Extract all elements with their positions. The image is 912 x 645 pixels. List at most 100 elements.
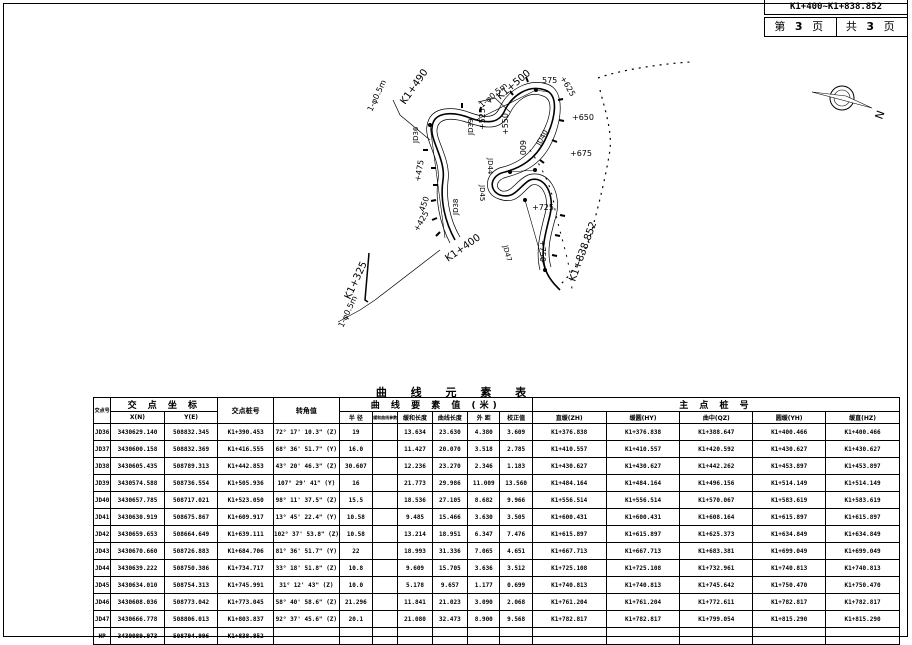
table-cell: JD38	[92, 457, 112, 475]
table-cell: 9.657	[431, 576, 469, 594]
table-cell: K1+634.849	[752, 525, 827, 543]
table-cell: JD42	[92, 525, 112, 543]
table-cell: 508675.867	[163, 508, 219, 526]
pipe-label-1: 1-φ0.5m	[366, 78, 389, 113]
table-cell: 4.651	[499, 542, 533, 560]
table-cell: 508832.369	[163, 440, 219, 458]
table-cell: 2.785	[499, 440, 533, 458]
table-cell: JD39	[92, 474, 112, 492]
table-cell: K1+699.049	[752, 542, 827, 560]
table-cell: 21.296	[338, 593, 374, 611]
table-cell: 9.568	[499, 610, 533, 628]
table-cell: 508664.649	[163, 525, 219, 543]
table-cell	[372, 610, 399, 628]
table-cell: K1+740.813	[605, 576, 681, 594]
table-cell: K1+699.049	[825, 542, 900, 560]
jd36-label: JD36	[412, 126, 420, 144]
table-cell: 23.630	[431, 423, 469, 441]
table-cell: K1+453.897	[825, 457, 900, 475]
north-label: N	[873, 109, 888, 121]
page-prefix: 第	[774, 20, 789, 33]
header-radius: 半 径	[338, 411, 374, 424]
table-cell: K1+430.627	[531, 457, 607, 475]
table-cell	[825, 627, 900, 645]
table-cell: 3430659.653	[110, 525, 165, 543]
table-cell: 11.427	[397, 440, 433, 458]
table-cell: 27.105	[431, 491, 469, 509]
table-cell: K1+634.849	[825, 525, 900, 543]
table-cell: K1+782.817	[605, 610, 681, 628]
table-cell: K1+725.108	[531, 559, 607, 577]
table-cell: 13.214	[397, 525, 433, 543]
table-cell: K1+416.555	[217, 440, 274, 458]
table-cell: 10.58	[338, 508, 374, 526]
table-cell: K1+615.897	[825, 508, 900, 526]
table-cell: K1+750.470	[752, 576, 827, 594]
table-cell: 9.485	[397, 508, 433, 526]
table-cell: 20.070	[431, 440, 469, 458]
table-cell	[372, 474, 399, 492]
table-cell: K1+400.466	[825, 423, 900, 441]
table-cell: 3430639.222	[110, 559, 165, 577]
table-cell	[372, 542, 399, 560]
table-cell: 18.993	[397, 542, 433, 560]
table-cell: K1+761.204	[531, 593, 607, 611]
table-cell: K1+838.852	[217, 627, 274, 645]
table-header-row-1: 交点号 交 点 坐 标 交点桩号 转角值 曲 线 要 素 值 (米) 主 点 桩…	[92, 397, 901, 424]
table-cell: 508754.313	[163, 576, 219, 594]
header-main-points: 主 点 桩 号	[531, 397, 901, 412]
table-cell: JD37	[92, 440, 112, 458]
table-cell: K1+430.627	[605, 457, 681, 475]
table-cell: K1+600.431	[605, 508, 681, 526]
table-cell: 13.634	[397, 423, 433, 441]
table-cell	[372, 559, 399, 577]
table-cell: 3.512	[499, 559, 533, 577]
table-cell: K1+625.373	[679, 525, 754, 543]
table-cell: 508832.345	[163, 423, 219, 441]
table-cell: 3.630	[467, 508, 501, 526]
table-cell: K1+376.838	[531, 423, 607, 441]
table-cell: 3.609	[499, 423, 533, 441]
table-cell: 58° 40' 58.6" (Z)	[272, 593, 340, 611]
table-cell: K1+388.647	[679, 423, 754, 441]
current-page: 第 3 页	[765, 18, 836, 36]
table-cell: 19	[338, 423, 374, 441]
station-750: +750	[538, 240, 547, 262]
header-jd-no: 交点号	[92, 397, 112, 424]
table-cell: 10.0	[338, 576, 374, 594]
page-number: 3	[794, 20, 806, 33]
table-cell: K1+773.045	[217, 593, 274, 611]
total-number: 3	[866, 20, 878, 33]
station-625: +625	[558, 75, 577, 99]
table-cell: 98° 11' 37.5" (Z)	[272, 491, 340, 509]
table-cell: K1+740.813	[752, 559, 827, 577]
station-725: +725	[532, 203, 554, 212]
table-cell: JD45	[92, 576, 112, 594]
station-range: K1+400~K1+838.852	[764, 0, 908, 15]
table-cell: K1+745.642	[679, 576, 754, 594]
table-cell: 107° 29' 41" (Y)	[272, 474, 340, 492]
table-cell	[338, 627, 374, 645]
table-cell: K1+740.813	[531, 576, 607, 594]
terrain-boundary	[559, 61, 691, 286]
table-cell: 31.336	[431, 542, 469, 560]
header-external: 外 距	[467, 411, 501, 424]
header-x: X(N)	[110, 411, 165, 424]
table-cell: 3.505	[499, 508, 533, 526]
table-cell: HP	[92, 627, 112, 645]
table-cell: 3430634.010	[110, 576, 165, 594]
table-cell	[531, 627, 607, 645]
route-plan: K1+400 K1+325 K1+490 K1+500 K1+838.852 +…	[337, 61, 888, 329]
table-cell: 7.065	[467, 542, 501, 560]
table-cell: K1+390.453	[217, 423, 274, 441]
table-cell	[372, 440, 399, 458]
table-cell: 43° 20' 46.3" (Z)	[272, 457, 340, 475]
station-650: +650	[572, 113, 594, 122]
table-cell: 13.560	[499, 474, 533, 492]
table-cell: 1.177	[467, 576, 501, 594]
